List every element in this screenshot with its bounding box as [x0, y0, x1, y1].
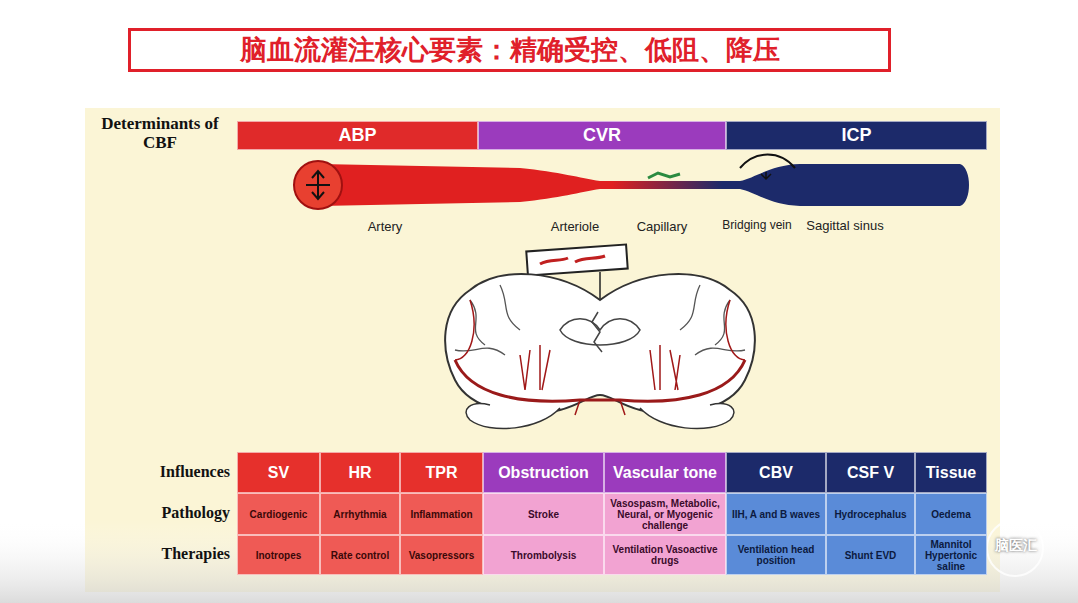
- table-cell: HR: [320, 452, 400, 493]
- determinant-band: ABP: [237, 121, 478, 150]
- cell-text: Hydrocephalus: [834, 509, 906, 520]
- cell-text: Inotropes: [256, 550, 302, 561]
- cell-text: Vasopressors: [409, 550, 475, 561]
- vessel-label: Artery: [335, 220, 435, 234]
- cell-text: Cardiogenic: [250, 509, 308, 520]
- determinant-band: CVR: [478, 121, 726, 150]
- table-cell: Cardiogenic: [237, 493, 320, 535]
- table-cell: Vasopressors: [400, 535, 483, 575]
- title-text: 脑血流灌注核心要素：精确受控、低阻、降压: [240, 32, 780, 68]
- cell-text: ABP: [338, 126, 376, 146]
- cell-text: Ventilation head position: [730, 544, 822, 566]
- cell-text: TPR: [426, 464, 458, 482]
- cell-text: Rate control: [331, 550, 389, 561]
- vessel-label: Bridging vein: [722, 219, 792, 232]
- title-box: 脑血流灌注核心要素：精确受控、低阻、降压: [128, 28, 891, 72]
- table-cell: TPR: [400, 452, 483, 493]
- vessel-label: Arteriole: [535, 220, 615, 234]
- table-cell: Obstruction: [483, 452, 604, 493]
- vessel-label: Capillary: [622, 220, 702, 234]
- cell-text: CBV: [759, 464, 793, 482]
- table-cell: Stroke: [483, 493, 604, 535]
- table-cell: Mannitol Hypertonic saline: [915, 535, 987, 575]
- table-cell: Hydrocephalus: [826, 493, 915, 535]
- table-cell: CBV: [726, 452, 826, 493]
- cell-text: Thrombolysis: [511, 550, 577, 561]
- cell-text: IIH, A and B waves: [732, 509, 820, 520]
- cell-text: HR: [348, 464, 371, 482]
- table-cell: Tissue: [915, 452, 987, 493]
- table-cell: Ventilation Vasoactive drugs: [604, 535, 726, 575]
- table-cell: Inflammation: [400, 493, 483, 535]
- cell-text: Tissue: [926, 464, 976, 482]
- table-cell: Vasospasm, Metabolic, Neural, or Myogeni…: [604, 493, 726, 535]
- cell-text: CVR: [583, 126, 621, 146]
- row-label: Pathology: [100, 504, 230, 522]
- table-cell: Rate control: [320, 535, 400, 575]
- table-cell: SV: [237, 452, 320, 493]
- cell-text: Shunt EVD: [845, 550, 897, 561]
- cell-text: Vasospasm, Metabolic, Neural, or Myogeni…: [608, 498, 722, 531]
- cell-text: ICP: [841, 126, 871, 146]
- table-cell: CSF V: [826, 452, 915, 493]
- table-cell: Inotropes: [237, 535, 320, 575]
- cell-text: Inflammation: [410, 509, 472, 520]
- table-cell: IIH, A and B waves: [726, 493, 826, 535]
- cell-text: Stroke: [528, 509, 559, 520]
- cell-text: Vascular tone: [613, 464, 717, 482]
- determinant-band: ICP: [726, 121, 987, 150]
- table-cell: Oedema: [915, 493, 987, 535]
- table-cell: Thrombolysis: [483, 535, 604, 575]
- table-cell: Shunt EVD: [826, 535, 915, 575]
- row-label: Therapies: [100, 545, 230, 563]
- row-label: Influences: [100, 463, 230, 481]
- cell-text: Ventilation Vasoactive drugs: [608, 544, 722, 566]
- table-cell: Ventilation head position: [726, 535, 826, 575]
- row-label: Determinants of CBF: [90, 115, 230, 152]
- table-cell: Arrhythmia: [320, 493, 400, 535]
- vessel-label: Sagittal sinus: [805, 219, 885, 233]
- cell-text: CSF V: [847, 464, 894, 482]
- watermark: 脑医汇: [990, 538, 1042, 553]
- cell-text: Oedema: [931, 509, 970, 520]
- cell-text: Obstruction: [498, 464, 589, 482]
- cell-text: Arrhythmia: [333, 509, 386, 520]
- table-cell: Vascular tone: [604, 452, 726, 493]
- cell-text: SV: [268, 464, 289, 482]
- cell-text: Mannitol Hypertonic saline: [919, 539, 983, 572]
